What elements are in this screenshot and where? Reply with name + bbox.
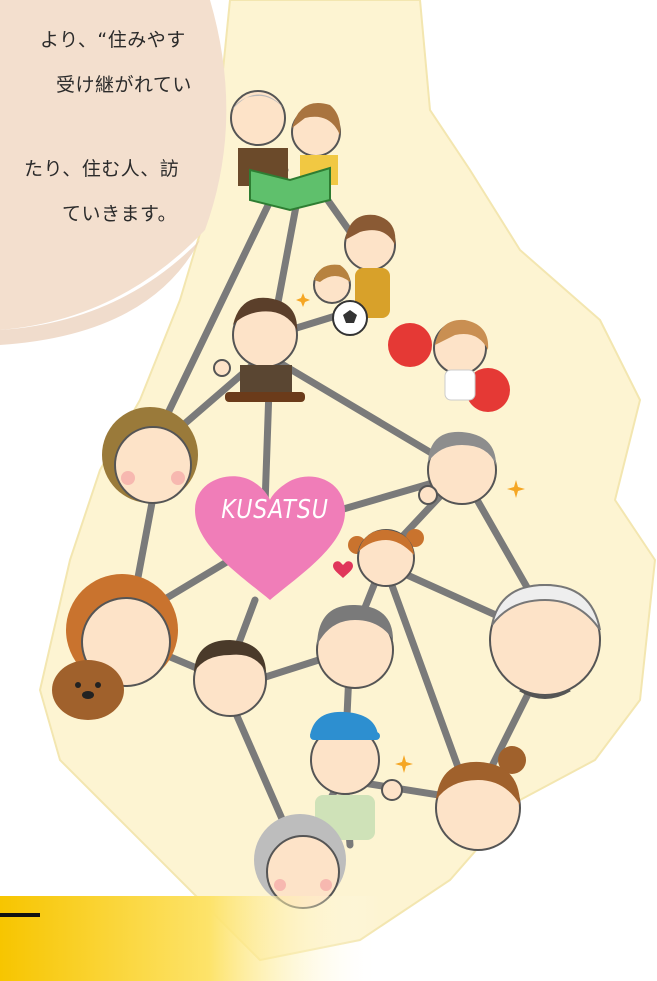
intro-text-line-2: 受け継がれてい xyxy=(56,74,192,96)
grandmother-icon xyxy=(254,814,346,909)
speaker-man-icon xyxy=(213,297,305,402)
intro-text-line-4: ていきます。 xyxy=(62,203,178,225)
elderly-man-icon xyxy=(489,583,601,699)
kusatsu-heart xyxy=(195,476,345,600)
woman-with-dog-icon xyxy=(52,574,178,720)
sparkle-icon xyxy=(296,293,310,307)
girl-icon xyxy=(348,529,424,587)
woman-smiling-icon xyxy=(102,407,198,504)
sparkle-icon xyxy=(395,755,413,773)
cheerleader-icon xyxy=(388,319,510,412)
intro-text-line-1: より、“住みやす xyxy=(40,29,186,51)
kusatsu-map-shape xyxy=(38,0,657,962)
small-heart-icon xyxy=(333,561,353,578)
kusatsu-label: KUSATSU xyxy=(221,495,329,525)
man-thumbs-up-icon xyxy=(418,431,497,505)
parent-child-soccer-icon xyxy=(313,214,396,336)
bottom-banner xyxy=(0,896,380,981)
boy-icon xyxy=(193,640,267,717)
text-bubble xyxy=(0,0,227,330)
banner-rule xyxy=(0,913,40,917)
woman-bun-icon xyxy=(435,746,526,851)
man-icon xyxy=(316,604,394,689)
grandparents-reading-icon xyxy=(230,90,341,212)
intro-text-line-3: たり、住む人、訪 xyxy=(24,158,180,180)
sparkle-icon xyxy=(507,480,525,498)
